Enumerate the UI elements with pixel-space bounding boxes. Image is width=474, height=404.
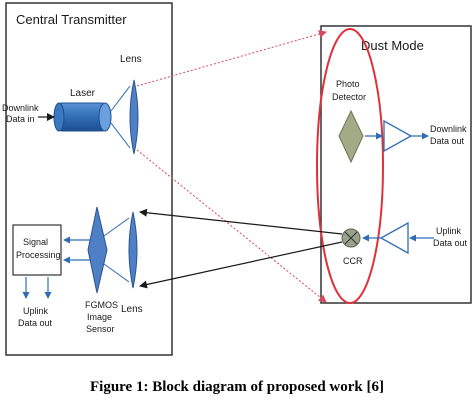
- uplink-in-line2: Data out: [433, 238, 468, 248]
- lens-bottom-icon: [128, 211, 138, 289]
- central-transmitter-box: [5, 2, 173, 356]
- uplink-in-line1: Uplink: [436, 226, 462, 236]
- signal-processing-box: [12, 224, 62, 276]
- laser-beam-upper: [110, 85, 131, 112]
- signal-processing-line2: Processing: [16, 250, 61, 260]
- ccr-label: CCR: [343, 256, 363, 266]
- uplink-out-label-line2: Data out: [18, 318, 53, 328]
- photo-detector-icon: [338, 109, 364, 164]
- downlink-in-label-line2: Data in: [6, 114, 35, 124]
- downlink-out-line1: Downlink: [430, 124, 467, 134]
- uplink-out-label-line1: Uplink: [23, 306, 49, 316]
- highlight-ellipse: [316, 28, 384, 304]
- laser-label: Laser: [70, 88, 96, 99]
- laser-icon: [53, 102, 112, 132]
- downlink-in-label-line1: Downlink: [2, 103, 39, 113]
- downlink-amplifier-icon: [383, 119, 413, 153]
- central-transmitter-title: Central Transmitter: [16, 12, 127, 27]
- fgmos-label-line1: FGMOS: [85, 300, 118, 310]
- photo-detector-line1: Photo: [336, 79, 360, 89]
- lens-top-icon: [129, 79, 139, 155]
- ccr-modulator-icon: [341, 228, 361, 248]
- fgmos-label-line2: Image: [87, 312, 112, 322]
- signal-processing-line1: Signal: [23, 237, 48, 247]
- photo-detector-line2: Detector: [332, 92, 366, 102]
- laser-beam-lower: [110, 122, 131, 149]
- fgmos-sensor-icon: [87, 206, 108, 294]
- sensor-beam-upper: [103, 217, 130, 237]
- lens-top-label: Lens: [120, 54, 142, 65]
- uplink-amplifier-icon: [379, 221, 409, 255]
- lens-bottom-label: Lens: [121, 304, 143, 315]
- downlink-beam-upper: [136, 30, 327, 87]
- uplink-return-upper: [139, 208, 343, 235]
- uplink-return-lower: [139, 241, 343, 289]
- fgmos-label-line3: Sensor: [86, 324, 115, 334]
- dust-mode-box: [320, 25, 472, 304]
- downlink-beam-lower: [136, 149, 327, 303]
- downlink-out-line2: Data out: [430, 136, 465, 146]
- dust-mode-title: Dust Mode: [361, 38, 424, 53]
- figure-caption: Figure 1: Block diagram of proposed work…: [90, 379, 384, 395]
- sensor-beam-lower: [103, 263, 130, 283]
